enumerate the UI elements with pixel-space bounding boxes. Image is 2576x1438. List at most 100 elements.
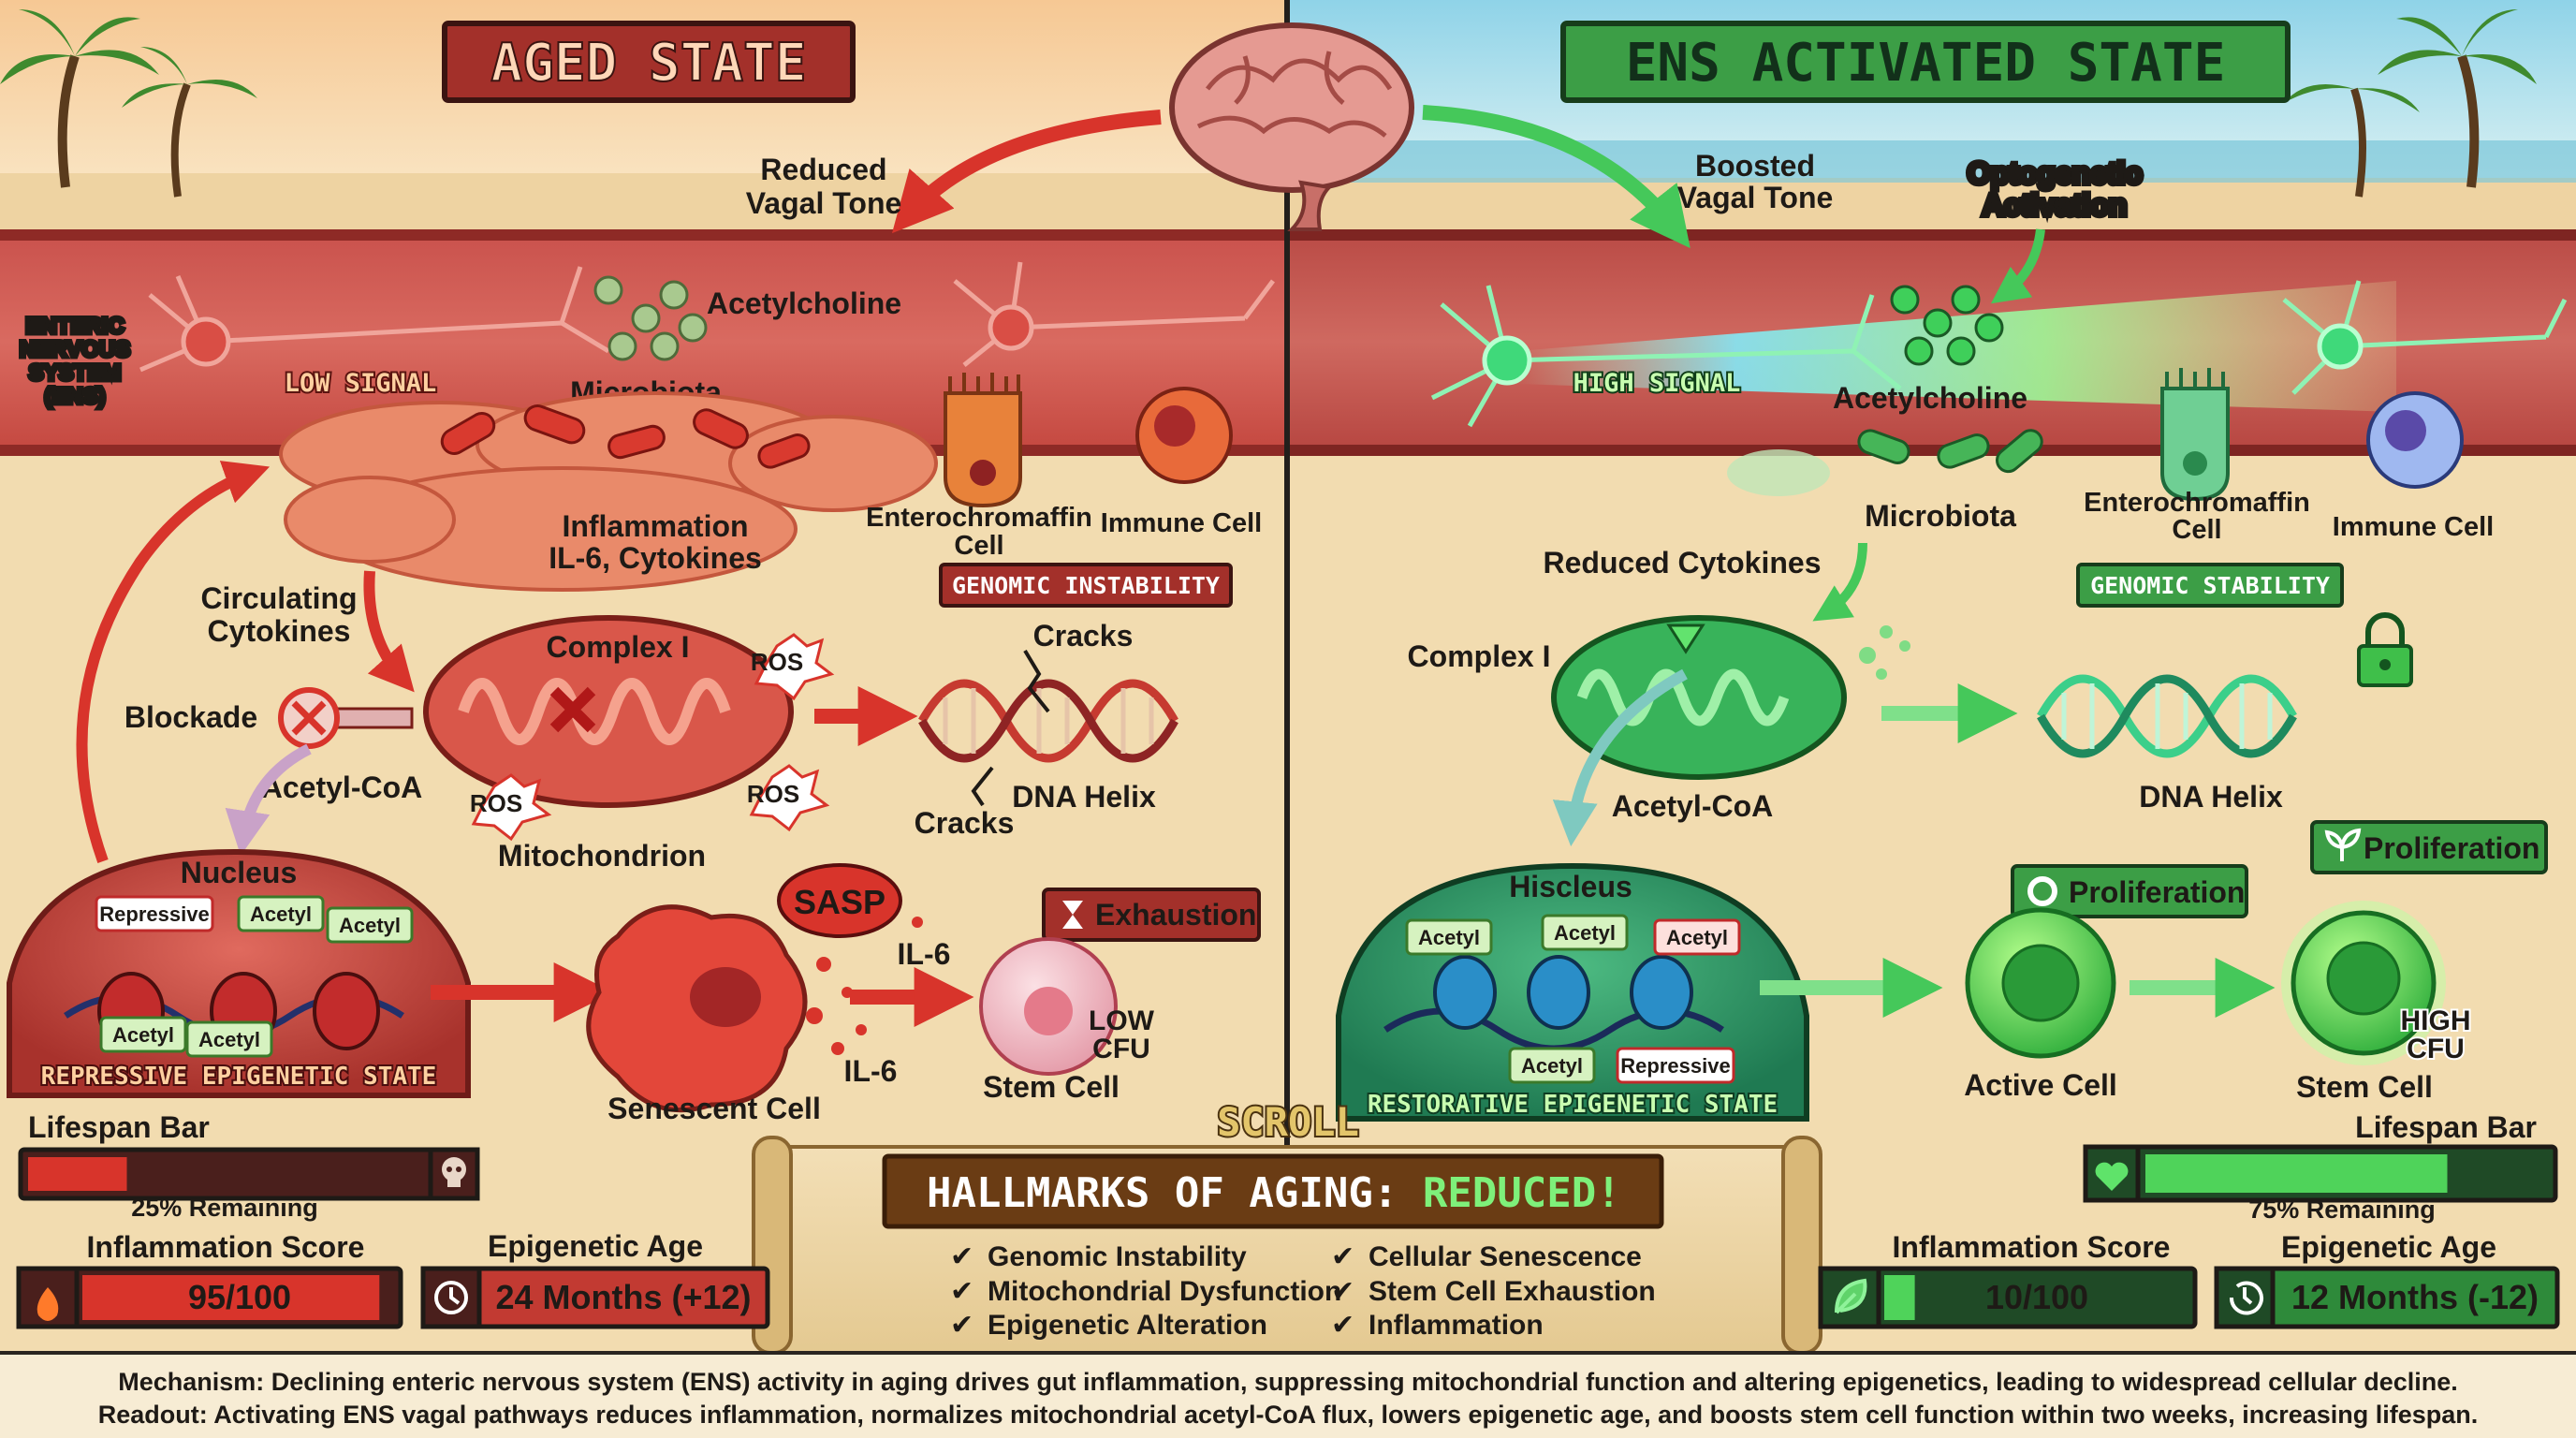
- svg-text:LOW: LOW: [1089, 1005, 1155, 1036]
- microbiota-bacteria-active: [1857, 429, 2043, 474]
- aged-title: AGED STATE: [490, 33, 806, 94]
- cracks-label-bottom: Cracks: [915, 806, 1015, 840]
- sprout-icon: [2324, 828, 2362, 861]
- chromatin-active: [1383, 955, 1724, 1052]
- dna-helix-aged: [918, 679, 1178, 763]
- stem-cell-label-aged: Stem Cell: [983, 1070, 1120, 1104]
- immune-cell-label-aged: Immune Cell: [1101, 508, 1262, 538]
- lifespan-label-aged: Lifespan Bar: [28, 1110, 210, 1144]
- il6-label-bottom: IL-6: [844, 1054, 898, 1088]
- activated-neuron-icon: [1430, 280, 2568, 428]
- complex-i-label-aged: Complex I: [547, 630, 690, 664]
- active-cell: [1965, 907, 2116, 1059]
- inflammation-meter-active: 10/100: [1818, 1266, 2198, 1329]
- dna-helix-label-aged: DNA Helix: [1012, 780, 1156, 814]
- mito-particles-active: [1859, 625, 1910, 680]
- svg-text:Epigenetic Alteration: Epigenetic Alteration: [988, 1310, 1267, 1341]
- check-icon: ✔: [1331, 1276, 1354, 1307]
- svg-text:HALLMARKS OF AGING: REDUCED!: HALLMARKS OF AGING: REDUCED!: [927, 1169, 1621, 1217]
- svg-text:Cytokines: Cytokines: [208, 614, 351, 648]
- nucleus-label-active: Hiscleus: [1509, 870, 1632, 903]
- svg-text:SYSTEM: SYSTEM: [29, 360, 122, 386]
- ens-label: ENTERIC NERVOUS SYSTEM (ENS): [17, 312, 132, 412]
- stem-cell-active: [2281, 901, 2446, 1065]
- svg-text:HIGH: HIGH: [2401, 1005, 2471, 1036]
- svg-text:IL-6, Cytokines: IL-6, Cytokines: [549, 541, 762, 575]
- enterochromaffin-cell-active: [2160, 368, 2230, 502]
- inflammation-score-label-aged: Inflammation Score: [87, 1230, 365, 1264]
- acetyl-coa-label-active: Acetyl-CoA: [1612, 789, 1773, 823]
- mitochondrion-label: Mitochondrion: [498, 839, 706, 873]
- lifespan-label-active: Lifespan Bar: [2355, 1110, 2537, 1144]
- enterochromaffin-cell-aged: [944, 373, 1022, 508]
- dna-crack-icon: [971, 649, 1050, 807]
- svg-text:Vagal Tone: Vagal Tone: [746, 186, 902, 220]
- cracks-label-top: Cracks: [1033, 619, 1134, 653]
- svg-text:ENTERIC: ENTERIC: [25, 314, 124, 339]
- aged-title-banner: AGED STATE: [442, 21, 856, 103]
- feedback-loop-arrow: [76, 461, 271, 863]
- svg-text:Cellular Senescence: Cellular Senescence: [1368, 1241, 1642, 1272]
- hallmarks-title-banner: HALLMARKS OF AGING: REDUCED!: [882, 1153, 1664, 1229]
- dna-helix-active: [2037, 674, 2297, 758]
- svg-text:(ENS): (ENS): [44, 384, 105, 409]
- acetylcholine-label-aged: Acetylcholine: [707, 286, 901, 320]
- svg-text:CFU: CFU: [1092, 1034, 1150, 1064]
- svg-text:Acetyl: Acetyl: [250, 902, 312, 926]
- optogenetic-arrow: [1990, 228, 2045, 304]
- aged-neuron-body: [181, 316, 231, 367]
- acetyl-coa-arrow-aged: [225, 743, 312, 856]
- restore-icon: [2229, 1281, 2263, 1315]
- svg-text:Inflammation: Inflammation: [562, 509, 748, 543]
- proliferation-badge-2: Proliferation: [2310, 820, 2548, 874]
- hallmarks-list-col2: ✔ Cellular Senescence ✔ Stem Cell Exhaus…: [1331, 1241, 1656, 1341]
- readout-text: Readout: Activating ENS vagal pathways r…: [98, 1401, 2479, 1429]
- svg-text:Repressive: Repressive: [99, 902, 209, 926]
- leaf-icon: [1835, 1278, 1867, 1314]
- inflammation-meter-aged: 95/100: [16, 1266, 403, 1329]
- senescent-cell: [586, 904, 808, 1113]
- svg-text:Boosted: Boosted: [1695, 149, 1815, 183]
- svg-text:Acetyl: Acetyl: [112, 1023, 174, 1047]
- enterochromaffin-label-active: Enterochromaffin Cell: [2084, 488, 2310, 545]
- cytokine-cloud-active: [1727, 449, 1830, 496]
- check-icon: ✔: [1331, 1310, 1354, 1341]
- svg-text:GENOMIC STABILITY: GENOMIC STABILITY: [2090, 572, 2330, 599]
- svg-text:ROS: ROS: [470, 789, 522, 817]
- svg-text:Acetyl: Acetyl: [198, 1028, 260, 1051]
- svg-text:Circulating: Circulating: [200, 581, 357, 615]
- sasp-bubble: SASP: [777, 863, 902, 938]
- svg-text:Proliferation: Proliferation: [2364, 831, 2539, 865]
- epigenetic-age-label-active: Epigenetic Age: [2281, 1230, 2496, 1264]
- ros-labels: ROS ROS ROS: [470, 633, 835, 842]
- il6-label-top: IL-6: [898, 937, 951, 971]
- svg-text:Repressive: Repressive: [1620, 1054, 1730, 1078]
- lifespan-bar-aged: [18, 1147, 480, 1201]
- repressive-state-label: REPRESSIVE EPIGENETIC STATE: [41, 1063, 437, 1091]
- active-cell-label: Active Cell: [1964, 1068, 2117, 1102]
- genomic-stability-badge: GENOMIC STABILITY: [2076, 563, 2344, 608]
- mechanism-text: Mechanism: Declining enteric nervous sys…: [118, 1368, 2458, 1396]
- epigenetic-age-label-aged: Epigenetic Age: [488, 1229, 703, 1263]
- hallmarks-title: HALLMARKS OF AGING:: [927, 1169, 1423, 1217]
- svg-text:ROS: ROS: [747, 780, 799, 808]
- reduced-cytokines-arrow: [1812, 542, 1867, 622]
- epigenetic-age-active: 12 Months (-12): [2291, 1278, 2539, 1316]
- check-icon: ✔: [950, 1241, 973, 1272]
- inflammation-score-active: 10/100: [1985, 1278, 2088, 1316]
- optogenetic-label: Optogenetic Activation: [1965, 154, 2145, 225]
- epigenetic-age-box-active: 12 Months (-12): [2214, 1266, 2560, 1329]
- senescent-cell-label: Senescent Cell: [607, 1092, 821, 1125]
- svg-text:Acetyl: Acetyl: [339, 914, 401, 937]
- svg-text:Optogenetic: Optogenetic: [1968, 156, 2143, 190]
- acetylcholine-molecules-active: [1890, 285, 2004, 366]
- histone-tags-active: Acetyl Acetyl Acetyl Acetyl Repressive: [1405, 914, 1741, 1084]
- svg-text:Cell: Cell: [954, 531, 1003, 561]
- acetylcholine-label-active: Acetylcholine: [1833, 381, 2027, 415]
- blockade-icon: [278, 687, 414, 749]
- genomic-instability-badge: GENOMIC INSTABILITY: [939, 563, 1233, 608]
- microbiota-bacteria-aged: [440, 404, 811, 469]
- immune-cell-label-active: Immune Cell: [2333, 512, 2494, 542]
- high-cfu-label: HIGH CFU: [2399, 1004, 2473, 1066]
- svg-text:Mitochondrial Dysfunction: Mitochondrial Dysfunction: [988, 1276, 1341, 1307]
